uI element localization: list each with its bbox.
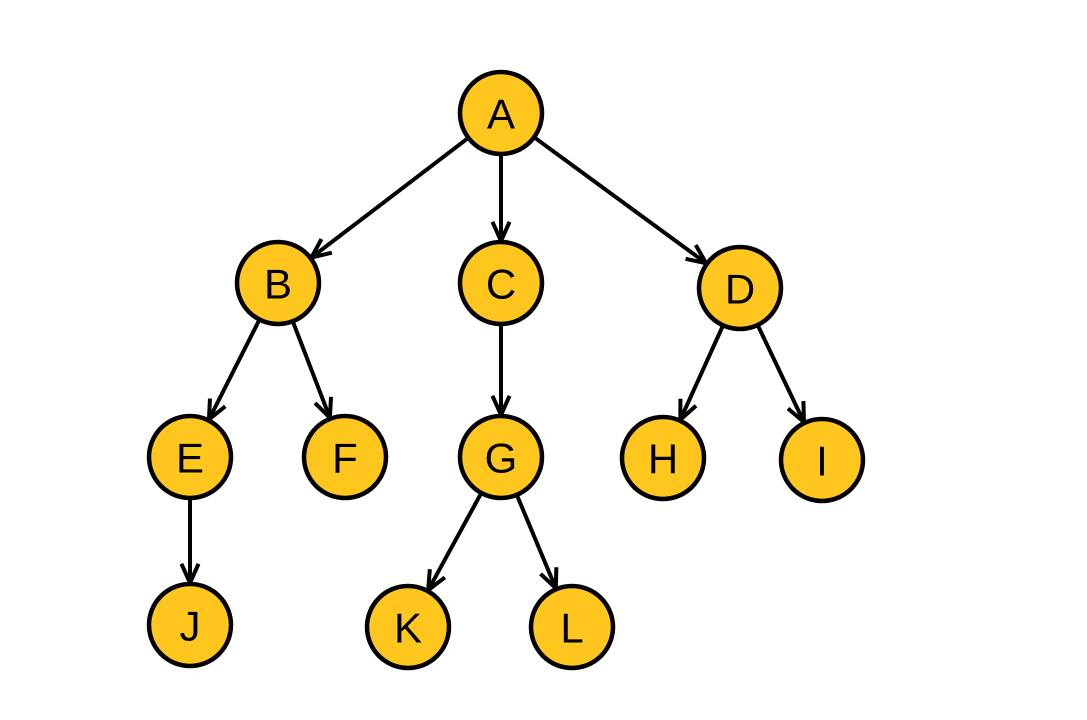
edge-line [678,325,725,421]
graph-node-a[interactable]: A [457,69,545,157]
edge-line [533,136,708,265]
graph-node-b[interactable]: B [234,239,322,327]
graph-edge-a-d [533,136,711,267]
graph-node-l[interactable]: L [528,583,616,671]
graph-node-c[interactable]: C [457,239,545,327]
graph-node-g[interactable]: G [457,413,545,501]
graph-node-k[interactable]: K [364,583,452,671]
graph-edge-d-i [756,325,807,427]
edge-line [515,494,558,590]
node-circle[interactable] [778,416,866,504]
node-circle[interactable] [146,581,234,669]
edge-line [756,325,806,423]
node-circle[interactable] [619,414,707,502]
edge-line [310,136,469,260]
edge-line [291,321,332,419]
graph-edge-b-f [291,321,334,423]
node-circle[interactable] [457,69,545,157]
graph-edge-a-c [490,155,512,246]
node-circle[interactable] [234,239,322,327]
graph-node-f[interactable]: F [301,413,389,501]
graph-node-h[interactable]: H [619,414,707,502]
edge-line [426,492,483,592]
graph-edge-d-h [678,325,725,425]
edge-layer [179,136,807,595]
node-circle[interactable] [696,244,784,332]
node-circle[interactable] [146,413,234,501]
graph-node-d[interactable]: D [696,244,784,332]
node-circle[interactable] [457,239,545,327]
node-circle[interactable] [301,413,389,501]
graph-edge-b-e [206,319,261,424]
node-circle[interactable] [528,583,616,671]
graph-node-e[interactable]: E [146,413,234,501]
graph-edge-a-b [307,136,469,261]
graph-edge-g-l [515,494,559,593]
graph-node-i[interactable]: I [778,416,866,504]
node-circle[interactable] [364,583,452,671]
graph-node-j[interactable]: J [146,581,234,669]
graph-edge-c-g [490,325,512,420]
node-circle[interactable] [457,413,545,501]
graph-edge-e-j [179,499,201,588]
edge-line [207,319,261,421]
graph-edge-g-k [425,492,483,595]
